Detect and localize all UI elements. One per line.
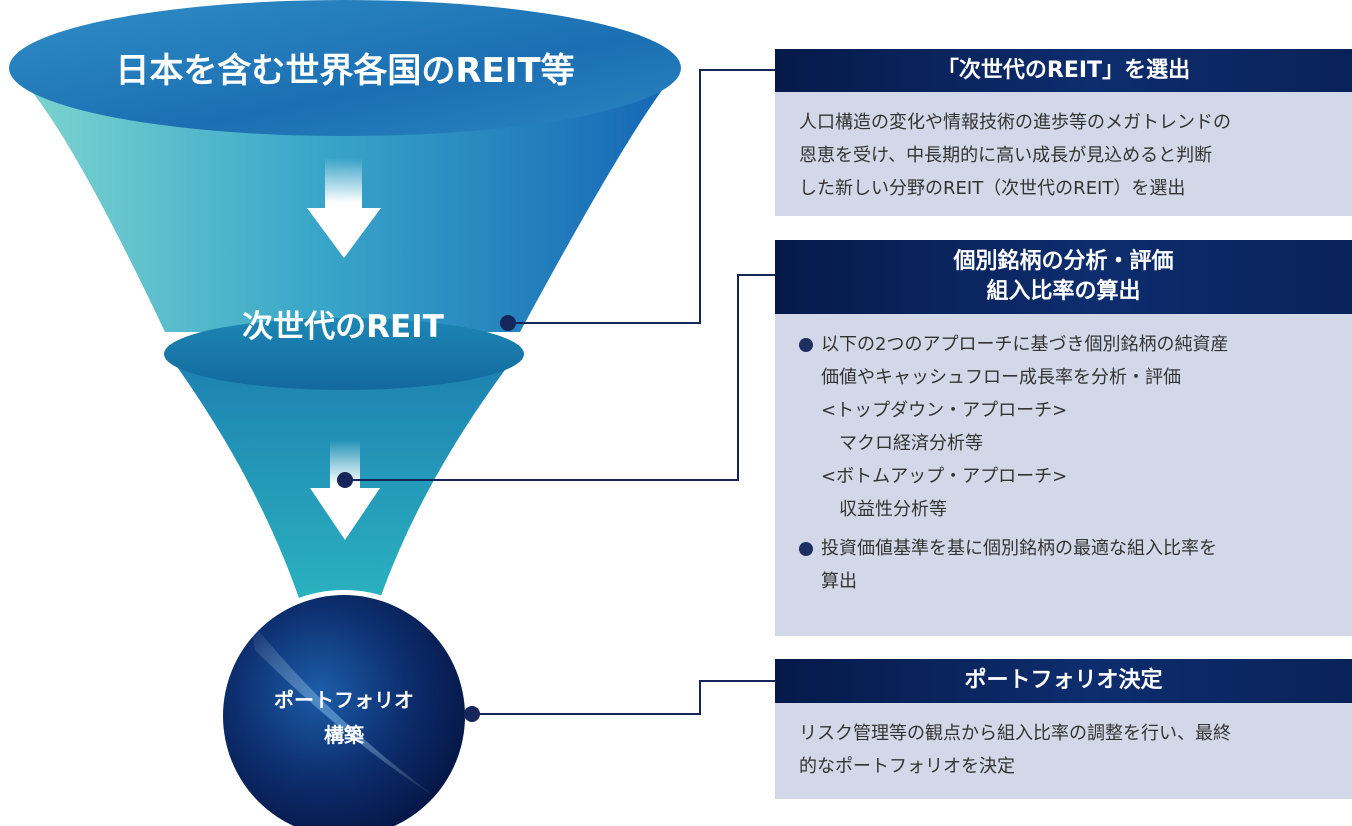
analysis-bullet-1-line1: 以下の2つのアプローチに基づき個別銘柄の純資産: [821, 334, 1229, 355]
analysis-bullet-2-line1: 投資価値基準を基に個別銘柄の最適な組入比率を: [821, 538, 1217, 559]
bottomup-approach-item: 収益性分析等: [839, 499, 947, 520]
analysis-panel-body: 以下の2つのアプローチに基づき個別銘柄の純資産 価値やキャッシュフロー成長率を分…: [775, 314, 1352, 636]
connector-dot-select: [500, 315, 516, 331]
down-arrow-icon-lower: [310, 440, 380, 540]
connector-dot-portfolio: [464, 706, 480, 722]
select-body-line: 人口構造の変化や情報技術の進歩等のメガトレンドの: [799, 112, 1231, 133]
select-body-line: 恩恵を受け、中長期的に高い成長が見込めると判断: [799, 145, 1213, 166]
connector-lines: [345, 69, 775, 715]
select-panel-title: 「次世代のREIT」を選出: [936, 57, 1191, 83]
funnel-middle-disc: [164, 318, 524, 390]
select-body-line: した新しい分野のREIT（次世代のREIT）を選出: [799, 178, 1186, 199]
analysis-panel-title-line1: 個別銘柄の分析・評価: [953, 249, 1174, 274]
down-arrow-icon: [307, 158, 381, 258]
portfolio-label-line1: ポートフォリオ: [274, 688, 414, 712]
portfolio-circle: [223, 595, 465, 826]
portfolio-panel-title: ポートフォリオ決定: [964, 668, 1163, 693]
funnel-middle-label: 次世代のREIT: [242, 309, 444, 345]
bottomup-approach-title: <ボトムアップ・アプローチ>: [821, 466, 1068, 487]
analysis-bullet-2-line2: 算出: [821, 571, 857, 592]
portfolio-body-line: 的なポートフォリオを決定: [799, 756, 1015, 777]
select-panel-header: 「次世代のREIT」を選出: [775, 49, 1352, 92]
topdown-approach-title: <トップダウン・アプローチ>: [821, 400, 1068, 421]
analysis-panel-header: 個別銘柄の分析・評価 組入比率の算出: [775, 240, 1352, 314]
analysis-bullet-1: 以下の2つのアプローチに基づき個別銘柄の純資産 価値やキャッシュフロー成長率を分…: [799, 328, 1332, 394]
analysis-bullet-1-line2: 価値やキャッシュフロー成長率を分析・評価: [821, 367, 1181, 388]
portfolio-panel-header: ポートフォリオ決定: [775, 659, 1352, 703]
portfolio-panel-body: リスク管理等の観点から組入比率の調整を行い、最終 的なポートフォリオを決定: [775, 703, 1352, 799]
portfolio-label-line2: 構築: [324, 723, 365, 747]
topdown-approach-item: マクロ経済分析等: [839, 433, 983, 454]
analysis-panel-title-line2: 組入比率の算出: [986, 279, 1141, 304]
portfolio-body-line: リスク管理等の観点から組入比率の調整を行い、最終: [799, 723, 1231, 744]
analysis-bullet-2: 投資価値基準を基に個別銘柄の最適な組入比率を 算出: [799, 532, 1332, 598]
select-panel-body: 人口構造の変化や情報技術の進歩等のメガトレンドの 恩恵を受け、中長期的に高い成長…: [775, 92, 1352, 216]
funnel-top-label: 日本を含む世界各国のREIT等: [115, 51, 574, 91]
funnel-top-ellipse: [9, 0, 681, 136]
connector-dot-analysis: [337, 472, 353, 488]
